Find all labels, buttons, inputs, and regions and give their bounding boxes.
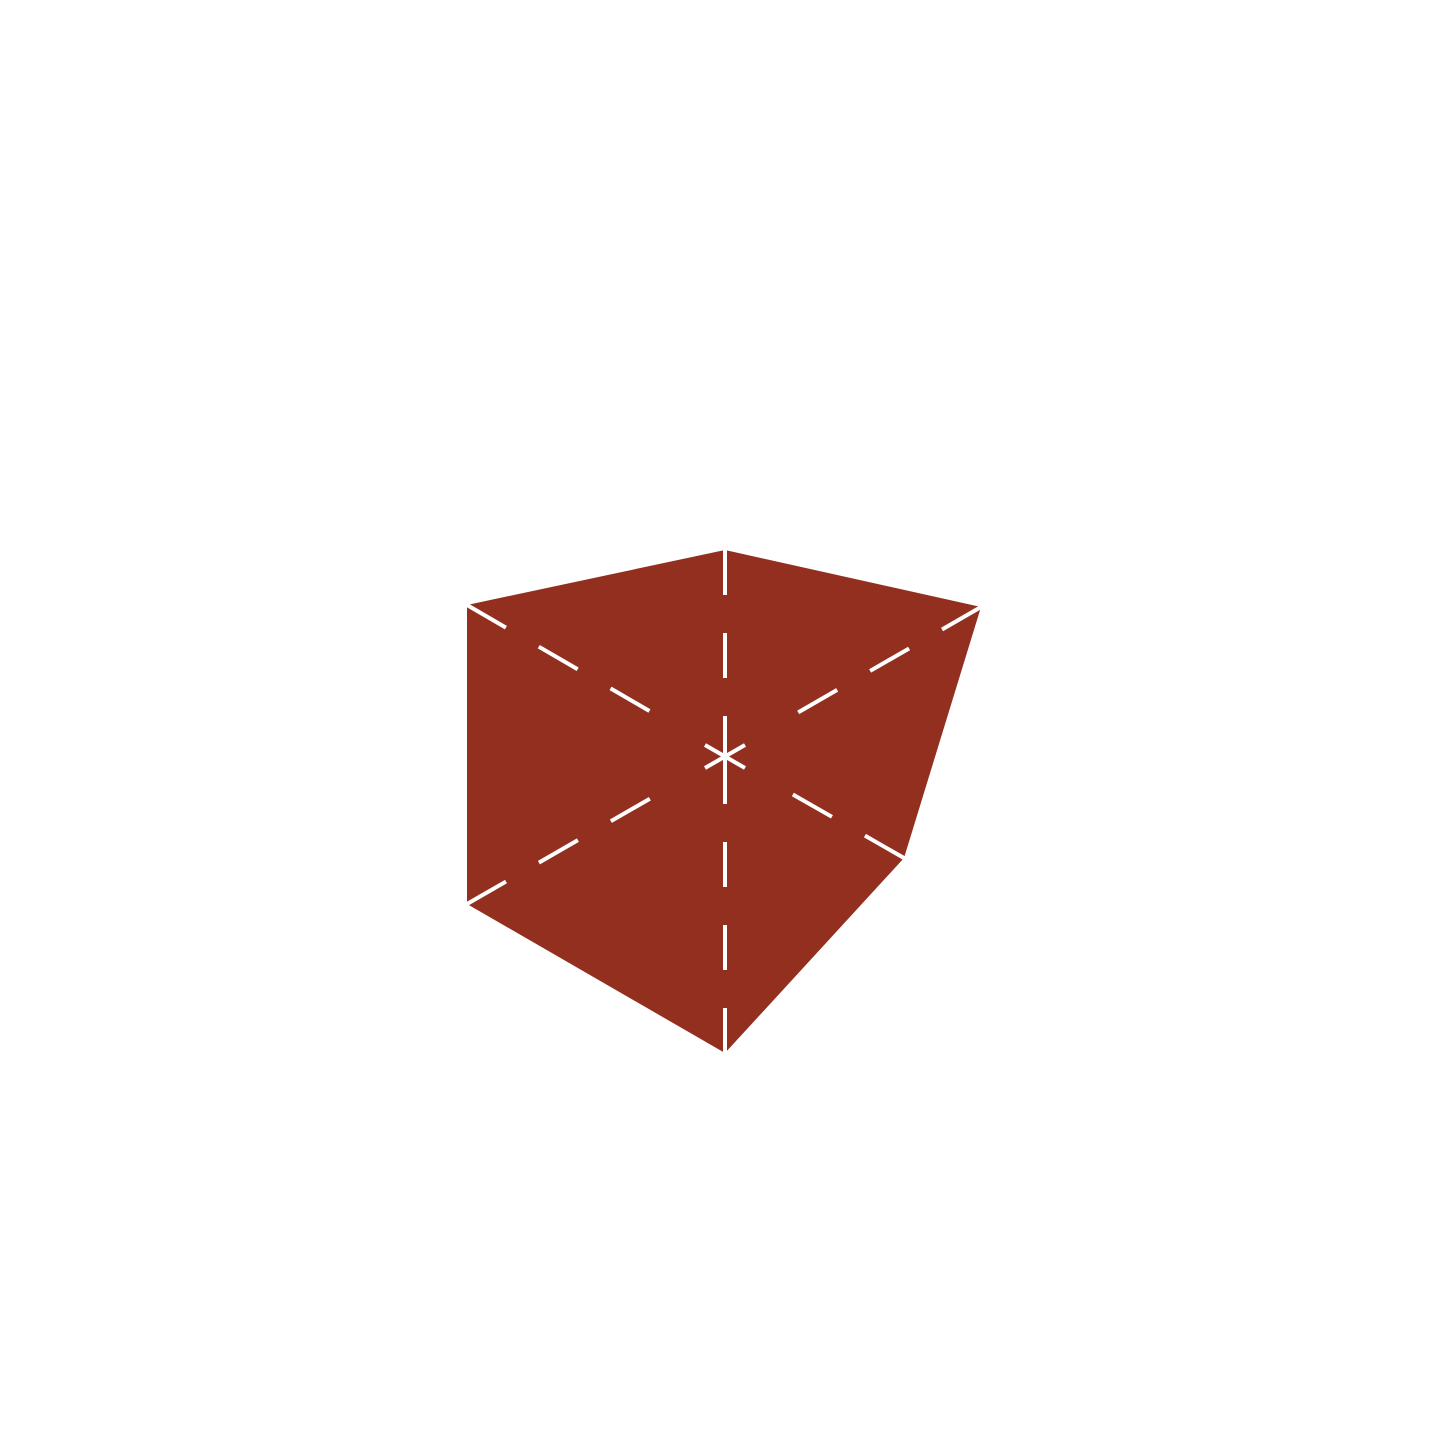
dashed-spokes [465, 550, 982, 1053]
spoke-bottom-right [784, 788, 905, 860]
spoke-top-left [465, 603, 667, 722]
spoke-bottom-left [466, 788, 666, 906]
spoke-top-right [784, 605, 982, 722]
asterisk-icon [704, 735, 746, 778]
